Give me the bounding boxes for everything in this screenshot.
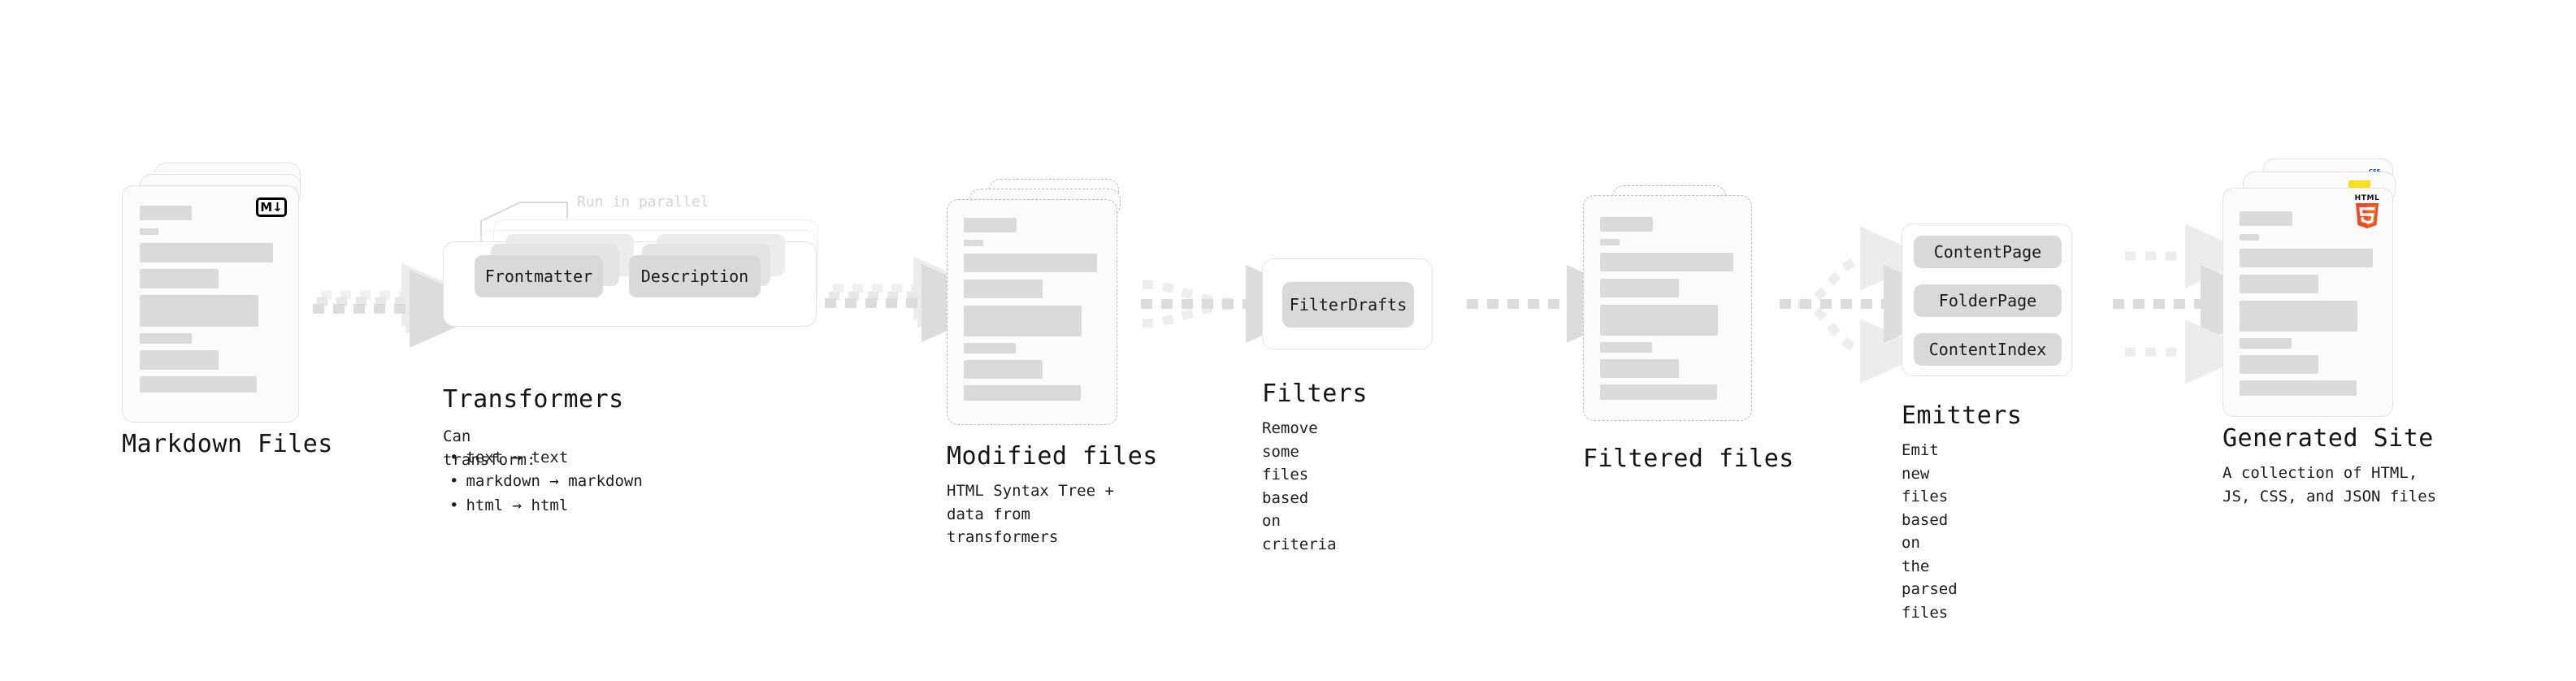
arrow-markdown-to-transformers [313,262,497,348]
filtered-card-skeleton [1584,196,1751,420]
filters-box: FilterDrafts [1262,258,1433,349]
chip-filterdrafts-label: FilterDrafts [1289,295,1407,314]
emitters-box: ContentPage FolderPage ContentIndex [1902,223,2072,376]
html5-badge-label: HTML [2354,194,2380,202]
stage-modified-files: Modified files HTML Syntax Tree + data f… [947,179,1157,546]
arrow-emitters-to-site [2113,223,2288,384]
modified-card-stack [947,179,1150,425]
emitters-title: Emitters [1902,401,2023,430]
transformers-box-front: Frontmatter Description [443,234,817,327]
chip-frontmatter[interactable]: Frontmatter [475,255,603,297]
chip-contentpage-label: ContentPage [1933,242,2042,262]
chip-folderpage[interactable]: FolderPage [1914,284,2062,317]
markdown-card-stack: M↓ M↓ M↓ [122,161,325,423]
chip-filterdrafts[interactable]: FilterDrafts [1282,282,1414,327]
chip-description-label: Description [640,267,749,286]
modified-card-front [947,199,1117,425]
markdown-badge-arrow: ↓ [272,199,283,215]
site-card-skeleton [2223,189,2392,416]
stage-filtered-files: Filtered files [1583,185,1793,473]
emitters-subtitle: Emit new files based on the parsed files [1902,441,1958,622]
stage-generated-site: CSS HTML [2223,158,2442,505]
markdown-card-skeleton [123,186,298,422]
chip-description[interactable]: Description [629,255,761,297]
transformers-bullet-2: html → html [449,494,643,518]
generated-site-title: Generated Site [2223,424,2434,453]
run-in-parallel-label: Run in parallel [577,193,709,210]
site-card-front: HTML [2223,188,2393,417]
transformers-bullet-1: markdown → markdown [449,470,642,493]
filtered-files-title: Filtered files [1583,445,1794,473]
filtered-card-stack [1583,185,1786,421]
markdown-files-title: Markdown Files [122,430,333,458]
transformers-title: Transformers [443,385,624,414]
chip-contentindex[interactable]: ContentIndex [1914,333,2062,366]
arrow-transformers-to-modified [825,256,1009,342]
filters-title: Filters [1262,380,1368,408]
modified-files-title: Modified files [947,442,1158,471]
markdown-badge: M↓ [256,197,287,217]
chip-contentpage[interactable]: ContentPage [1914,236,2062,268]
stage-markdown-files: M↓ M↓ M↓ Markdown Files [122,161,332,458]
arrow-modified-to-filters [1141,265,1334,343]
chip-contentindex-label: ContentIndex [1928,340,2047,359]
chip-folderpage-label: FolderPage [1938,291,2037,310]
markdown-card-front: M↓ [122,185,299,423]
html5-badge: HTML [2353,195,2381,229]
arrow-filtered-to-emitters [1780,226,1971,384]
site-card-stack: CSS HTML [2223,158,2442,419]
modified-files-subtitle: HTML Syntax Tree + data from transformer… [947,482,1114,546]
chip-frontmatter-label: Frontmatter [484,267,593,286]
html5-shield-icon [2356,203,2379,228]
markdown-badge-letter: M [260,199,273,215]
filters-subtitle: Remove some files based on criteria [1262,419,1337,553]
generated-site-subtitle: A collection of HTML, JS, CSS, and JSON … [2223,464,2437,505]
transformers-bullets: text → text markdown → markdown html → h… [449,446,643,518]
transformers-bullet-0: text → text [449,446,643,470]
filtered-card-front [1583,195,1752,421]
modified-card-skeleton [948,200,1117,424]
